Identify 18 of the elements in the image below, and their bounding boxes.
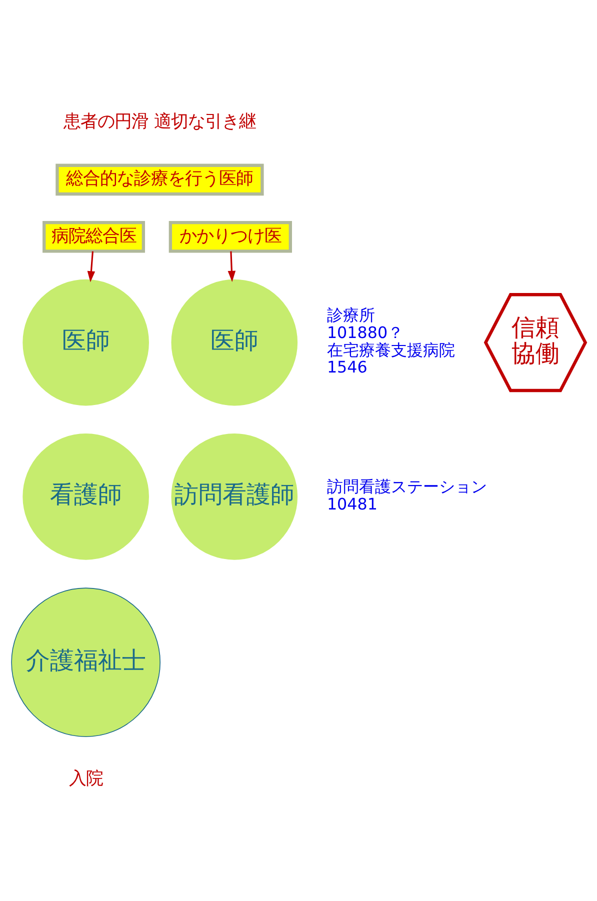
node-box: 総合的な診療を行う医師 [56, 163, 264, 196]
node-circle: 介護福祉士 [11, 587, 160, 737]
label: 患者の円滑 適切な引き継 [63, 111, 256, 132]
label: 入院 [68, 768, 103, 788]
arrow [228, 250, 236, 282]
node-label: 1546 [326, 357, 368, 376]
node-label: 診療所 [326, 304, 375, 324]
node-label: 訪問看護ステーション [326, 476, 487, 496]
node-label: 101880？ [326, 322, 404, 342]
node-circle: 医師 [171, 278, 298, 406]
node-box: かかりつけ医 [168, 220, 292, 252]
node-label: 10481 [326, 494, 378, 513]
arrow [87, 250, 96, 282]
node-circle: 医師 [22, 278, 149, 406]
node-box: 病院総合医 [42, 220, 146, 252]
node-label: 在宅療養支援病院 [326, 340, 455, 359]
node-circle: 訪問看護師 [171, 433, 298, 560]
node-circle: 看護師 [22, 433, 149, 560]
